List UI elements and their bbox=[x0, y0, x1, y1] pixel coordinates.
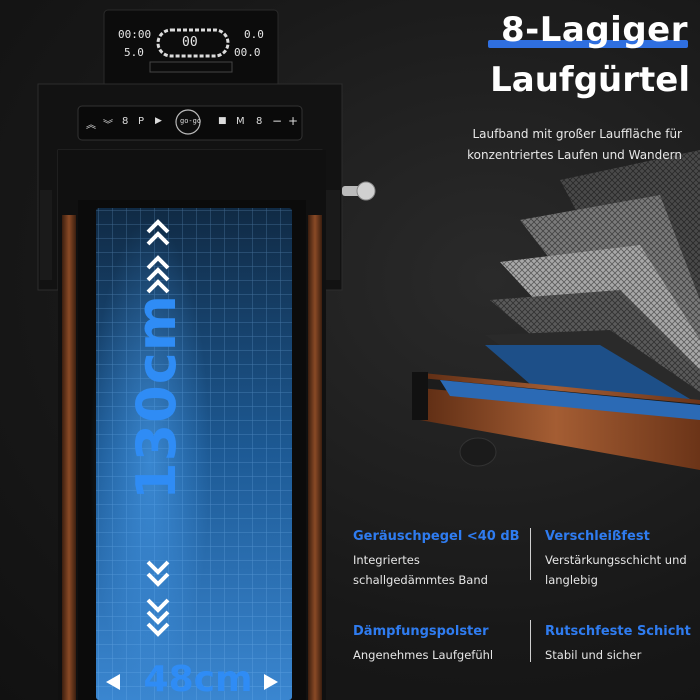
play-icon[interactable]: ▶ bbox=[155, 116, 162, 126]
panel-dial: go-go bbox=[180, 117, 202, 125]
mode-button[interactable]: M bbox=[236, 116, 245, 127]
feature-cushion: Dämpfungspolster Angenehmes Laufgefühl bbox=[353, 623, 533, 665]
feature-nonslip: Rutschfeste Schicht Stabil und sicher bbox=[545, 623, 700, 665]
intro-line2: konzentriertes Laufen und Wandern bbox=[467, 148, 682, 162]
display-bottom-left: 5.0 bbox=[124, 46, 144, 59]
deck-wood-segment bbox=[412, 372, 700, 470]
plus-button[interactable]: + bbox=[288, 114, 299, 128]
feature-title: Verschleißfest bbox=[545, 529, 650, 544]
feature-desc-line: Verstärkungsschicht und bbox=[545, 553, 687, 567]
feature-wear: Verschleißfest Verstärkungsschicht und l… bbox=[545, 528, 700, 590]
headline: 8-Lagiger Laufgürtel bbox=[440, 10, 690, 100]
feature-desc-line: langlebig bbox=[545, 573, 598, 587]
belt-layers bbox=[485, 150, 700, 420]
feature-noise: Geräuschpegel <40 dB Integriertes schall… bbox=[353, 528, 533, 590]
feature-title: Dämpfungspolster bbox=[353, 624, 489, 639]
intro-text: Laufband mit großer Lauffläche für konze… bbox=[450, 124, 682, 166]
feature-title: Geräuschpegel <40 dB bbox=[353, 529, 520, 544]
feature-desc: Verstärkungsschicht und langlebig bbox=[545, 550, 700, 590]
feature-desc-line: Angenehmes Laufgefühl bbox=[353, 648, 494, 662]
length-chevrons-bottom bbox=[146, 560, 170, 637]
feature-divider-bottom bbox=[530, 620, 531, 662]
display-bottom-right: 00.0 bbox=[234, 46, 261, 59]
display-top-left: 00:00 bbox=[118, 28, 152, 41]
panel-speed-right: 8 bbox=[256, 116, 263, 127]
feature-desc: Stabil und sicher bbox=[545, 645, 700, 665]
program-button[interactable]: P bbox=[138, 116, 145, 127]
intro-line1: Laufband mit großer Lauffläche für bbox=[472, 127, 682, 141]
feature-desc-line: Integriertes bbox=[353, 553, 420, 567]
stop-icon[interactable]: ■ bbox=[218, 116, 227, 126]
length-dimension-label: 130cm bbox=[125, 294, 188, 500]
headline-line1: 8-Lagiger bbox=[500, 10, 688, 50]
panel-speed-value: 8 bbox=[122, 116, 129, 127]
width-arrows bbox=[106, 674, 278, 690]
control-panel bbox=[37, 83, 343, 291]
speed-down-button[interactable]: ︾ bbox=[103, 120, 113, 131]
running-belt bbox=[90, 208, 292, 700]
speed-up-button[interactable]: ︽ bbox=[86, 120, 96, 131]
feature-desc: Angenehmes Laufgefühl bbox=[353, 645, 533, 665]
feature-desc-line: Stabil und sicher bbox=[545, 648, 642, 662]
side-knob bbox=[342, 181, 376, 201]
feature-desc-line: schallgedämmtes Band bbox=[353, 573, 488, 587]
display-top-right: 0.0 bbox=[244, 28, 264, 41]
feature-title: Rutschfeste Schicht bbox=[545, 624, 691, 639]
display-center: 00 bbox=[182, 35, 198, 50]
width-dimension-label: 48cm bbox=[143, 659, 253, 700]
minus-button[interactable]: − bbox=[272, 114, 283, 128]
feature-divider-top bbox=[530, 528, 531, 580]
length-chevrons-top bbox=[146, 219, 170, 294]
headline-underline bbox=[488, 40, 688, 48]
feature-desc: Integriertes schallgedämmtes Band bbox=[353, 550, 533, 590]
headline-line2: Laufgürtel bbox=[490, 60, 690, 100]
